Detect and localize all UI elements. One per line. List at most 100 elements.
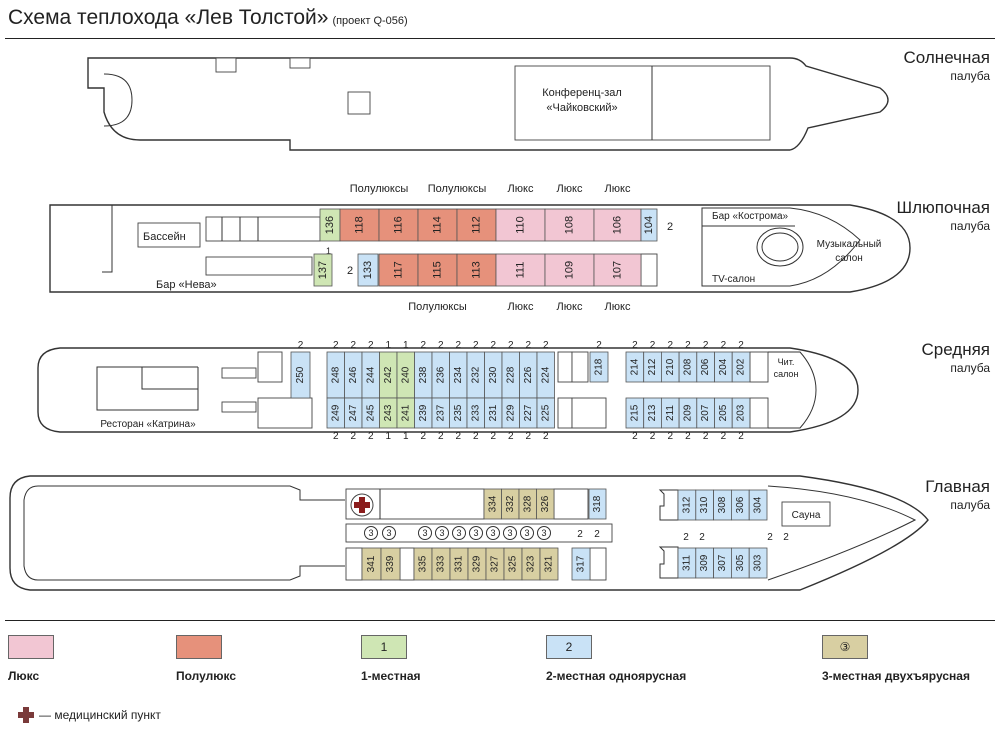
cabin-335[interactable]: 335 [413,547,433,581]
cabin-number: 245 [365,404,376,421]
cabin-114[interactable]: 114 [417,208,458,242]
sun-deck-curve [103,73,133,127]
cabin-325[interactable]: 325 [503,547,523,581]
cabin-209[interactable]: 209 [678,397,698,429]
triple-berth-marker-text: 3 [422,528,427,538]
cabin-233[interactable]: 233 [466,397,485,429]
cabin-211[interactable]: 211 [661,397,680,429]
cabin-321[interactable]: 321 [539,547,559,581]
cabin-136[interactable]: 136 [319,208,341,242]
cabin-113[interactable]: 113 [456,253,497,287]
cabin-107[interactable]: 107 [593,253,642,287]
cabin-class-label: Полулюксы [428,183,487,195]
cabin-339[interactable]: 339 [380,547,401,581]
cabin-232[interactable]: 232 [466,351,485,399]
cabin-230[interactable]: 230 [484,351,503,399]
cabin-231[interactable]: 231 [484,397,503,429]
cabin-207[interactable]: 207 [696,397,715,429]
cabin-106[interactable]: 106 [593,208,642,242]
cabin-311[interactable]: 311 [677,547,697,579]
cabin-310[interactable]: 310 [695,489,714,521]
cabin-137[interactable]: 137 [313,253,333,287]
cabin-250[interactable]: 250 [290,351,311,399]
cabin-318[interactable]: 318 [588,488,607,520]
cabin-243[interactable]: 243 [379,397,398,429]
cabin-306[interactable]: 306 [731,489,750,521]
cabin-309[interactable]: 309 [695,547,714,579]
cabin-number: 228 [505,366,516,383]
cabin-326[interactable]: 326 [536,488,555,520]
cabin-108[interactable]: 108 [544,208,595,242]
cabin-249[interactable]: 249 [326,397,345,429]
cabin-number: 339 [385,555,396,572]
cabin-117[interactable]: 117 [378,253,419,287]
cabin-226[interactable]: 226 [519,351,538,399]
music-salon-label-2: салон [835,253,863,264]
cabin-334[interactable]: 334 [483,488,502,520]
cabin-204[interactable]: 204 [714,351,733,383]
cabin-104[interactable]: 104 [640,208,658,242]
cabin-246[interactable]: 246 [344,351,363,399]
berth-count: 1 [403,431,409,442]
cabin-109[interactable]: 109 [544,253,595,287]
cabin-248[interactable]: 248 [326,351,345,399]
cabin-312[interactable]: 312 [677,489,697,521]
cabin-333[interactable]: 333 [431,547,451,581]
berth-count: 2 [685,340,691,351]
cabin-303[interactable]: 303 [748,547,768,579]
cabin-237[interactable]: 237 [431,397,450,429]
cabin-236[interactable]: 236 [431,351,450,399]
cabin-227[interactable]: 227 [519,397,538,429]
cabin-307[interactable]: 307 [713,547,732,579]
cabin-118[interactable]: 118 [339,208,380,242]
cabin-210[interactable]: 210 [661,351,680,383]
cabin-323[interactable]: 323 [521,547,541,581]
cabin-212[interactable]: 212 [643,351,662,383]
cabin-number: 106 [612,216,624,234]
cabin-239[interactable]: 239 [414,397,433,429]
cabin-305[interactable]: 305 [731,547,750,579]
cabin-228[interactable]: 228 [501,351,520,399]
cabin-238[interactable]: 238 [414,351,433,399]
cabin-213[interactable]: 213 [643,397,662,429]
cabin-245[interactable]: 245 [361,397,380,429]
cabin-115[interactable]: 115 [417,253,458,287]
cabin-206[interactable]: 206 [696,351,715,383]
cabin-116[interactable]: 116 [378,208,419,242]
cabin-111[interactable]: 111 [495,253,546,287]
cabin-205[interactable]: 205 [714,397,733,429]
cabin-214[interactable]: 214 [625,351,645,383]
cabin-218[interactable]: 218 [589,351,609,383]
cabin-317[interactable]: 317 [571,547,591,581]
cabin-341[interactable]: 341 [361,547,382,581]
cabin-240[interactable]: 240 [396,351,415,399]
cabin-234[interactable]: 234 [449,351,468,399]
cabin-229[interactable]: 229 [501,397,520,429]
deck-label-boat: Шлюпочная палуба [897,198,990,234]
cabin-328[interactable]: 328 [518,488,537,520]
cabin-304[interactable]: 304 [748,489,768,521]
cabin-308[interactable]: 308 [713,489,732,521]
cabin-225-box [536,397,555,429]
cabin-208[interactable]: 208 [678,351,698,383]
cabin-332[interactable]: 332 [501,488,520,520]
berth-count: 2 [420,431,426,442]
cabin-215[interactable]: 215 [625,397,645,429]
middle-stair-room [557,351,573,383]
cabin-202[interactable]: 202 [731,351,751,383]
cabin-327[interactable]: 327 [485,547,505,581]
cabin-329[interactable]: 329 [467,547,487,581]
cabin-224[interactable]: 224 [536,351,555,399]
cabin-225[interactable]: 225 [536,397,555,429]
cabin-133[interactable]: 133 [357,253,379,287]
berth-count: 2 [650,431,656,442]
cabin-241[interactable]: 241 [396,397,415,429]
cabin-331[interactable]: 331 [449,547,469,581]
cabin-110[interactable]: 110 [495,208,546,242]
cabin-247[interactable]: 247 [344,397,363,429]
cabin-235[interactable]: 235 [449,397,468,429]
cabin-203[interactable]: 203 [731,397,751,429]
cabin-242[interactable]: 242 [379,351,398,399]
cabin-244[interactable]: 244 [361,351,380,399]
cabin-112[interactable]: 112 [456,208,497,242]
